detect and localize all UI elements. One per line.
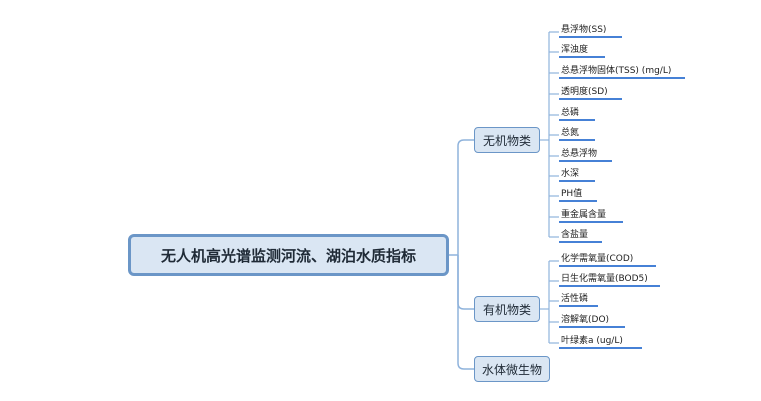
category-connector-1 [457, 255, 474, 310]
leaf-item[interactable]: 重金属含量 [561, 210, 607, 220]
category-node-microorganisms[interactable]: 水体微生物 [474, 356, 550, 382]
category-connector-2 [457, 255, 474, 370]
leaf-item[interactable]: 总悬浮物固体(TSS) (mg/L) [561, 66, 672, 76]
leaf-item[interactable]: 水深 [561, 169, 580, 179]
leaf-item[interactable]: 日生化需氧量(BOD5) [561, 274, 648, 284]
leaf-item[interactable]: 活性磷 [561, 294, 589, 304]
leaf-item[interactable]: 浑浊度 [561, 45, 589, 55]
leaf-item[interactable]: 总悬浮物 [561, 149, 598, 159]
leaf-item[interactable]: 含盐量 [561, 230, 589, 240]
leaf-item[interactable]: 化学需氧量(COD) [561, 254, 634, 264]
leaf-item[interactable]: 叶绿素a (ug/L) [561, 336, 623, 346]
category-node-inorganic[interactable]: 无机物类 [474, 127, 540, 153]
category-node-organic[interactable]: 有机物类 [474, 296, 540, 322]
leaf-item[interactable]: 溶解氧(DO) [561, 315, 610, 325]
leaf-item[interactable]: PH值 [561, 189, 583, 199]
leaf-item[interactable]: 总氮 [561, 128, 580, 138]
leaf-item[interactable]: 悬浮物(SS) [561, 25, 607, 35]
root-node[interactable]: 无人机高光谱监测河流、湖泊水质指标 [128, 234, 449, 276]
leaf-item[interactable]: 总磷 [561, 108, 580, 118]
category-connector-0 [457, 139, 474, 255]
leaf-item[interactable]: 透明度(SD) [561, 87, 608, 97]
